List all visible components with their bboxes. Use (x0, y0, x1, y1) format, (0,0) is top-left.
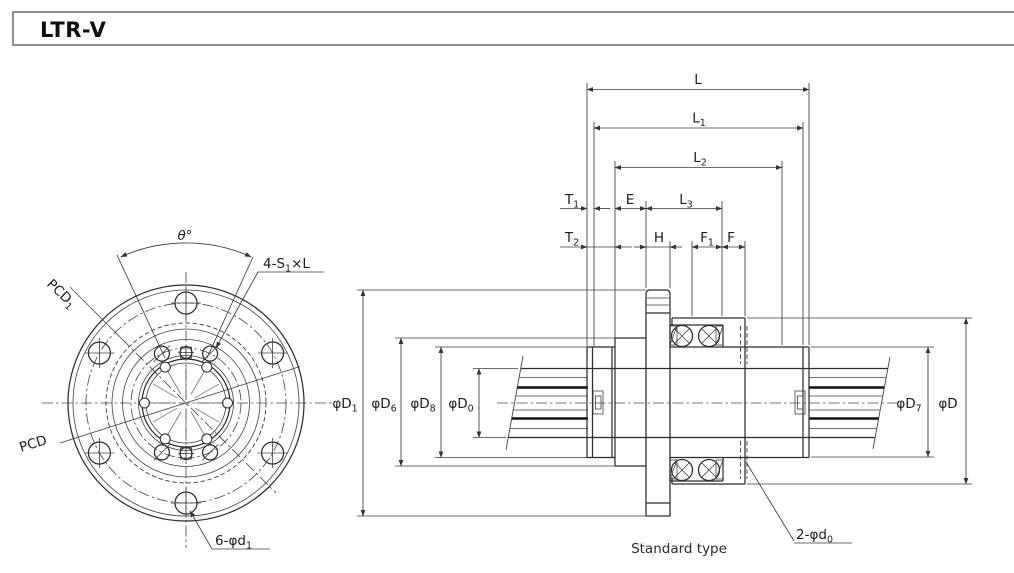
hole-callout-front-label: 6-φd1 (215, 533, 252, 552)
bolt-holes (84, 288, 288, 518)
grease-holes (178, 344, 194, 462)
screw-callout-label: 4-S1×L (263, 256, 310, 275)
dim-label-L1: L1 (692, 111, 706, 130)
theta-label: θ° (177, 228, 192, 244)
pcd1-callout: PCD1 (42, 276, 123, 340)
bearing-seal (715, 325, 724, 346)
bolt-hole (171, 288, 201, 318)
bearing-seal (669, 459, 678, 480)
dim-L1: L1 (593, 111, 804, 131)
dim-H: H (634, 230, 682, 250)
spline-shaft (505, 355, 891, 451)
screw-hole (201, 345, 219, 362)
dim-T2: T2 (560, 230, 632, 250)
dim-label-T2: T2 (564, 230, 579, 249)
pcd-reference-line (59, 366, 301, 444)
dim-L3: L3 (645, 192, 723, 211)
bearing-seal (715, 459, 724, 480)
theta-dimension: θ° (116, 228, 254, 359)
dim-D8: φD8 (410, 346, 444, 458)
bolt-hole (257, 338, 288, 368)
left-end-cap (586, 346, 615, 459)
dim-label-L3: L3 (679, 192, 693, 211)
pcd-callout: PCD (17, 432, 48, 455)
title-bar: LTR-V (12, 11, 1014, 46)
dim-D7: φD7 (896, 346, 931, 458)
mounting-flange (645, 289, 671, 517)
bearing-housing (671, 317, 748, 485)
screw-hole (153, 345, 171, 362)
dim-D6: φD6 (371, 337, 404, 467)
dim-label-D0: φD0 (448, 396, 473, 415)
screw-hole (153, 444, 171, 461)
grease-hole (178, 344, 194, 361)
bolt-hole (84, 338, 115, 368)
dim-label-D: φD (938, 396, 957, 412)
dim-label-L2: L2 (693, 150, 707, 169)
hole-callout-front: 6-φd1 (189, 510, 270, 552)
bolt-hole (171, 488, 201, 518)
diagonal-centerline (121, 338, 277, 494)
dim-D1: φD1 (332, 289, 366, 517)
dim-label-D7: φD7 (896, 396, 921, 415)
hole-callout-side: 2-φd0 (745, 461, 852, 546)
dim-label-L: L (694, 72, 702, 88)
bore-notches (138, 361, 234, 445)
dim-E: E (614, 192, 647, 211)
theta-arc (120, 242, 252, 258)
page-title: LTR-V (40, 18, 107, 42)
bolt-hole (257, 438, 288, 468)
support-bearing-top (669, 324, 724, 348)
extension-lines (357, 83, 972, 517)
pcd1-label: PCD1 (42, 276, 79, 313)
dim-L: L (586, 72, 810, 92)
dim-label-F1: F1 (700, 230, 714, 249)
counterbore-circle (122, 339, 250, 467)
dimensions: L L1 L2 T1 E L3 T2 (332, 72, 972, 517)
break-line-right (872, 356, 891, 450)
dim-label-E: E (626, 192, 635, 208)
dim-label-T1: T1 (564, 192, 579, 211)
dim-label-H: H (654, 230, 664, 246)
pcd-label: PCD (17, 432, 48, 455)
dim-F1: F1 (691, 230, 723, 250)
dim-L2: L2 (614, 150, 783, 170)
bearing-ball (670, 458, 694, 482)
break-line-left (505, 355, 524, 451)
right-end-cap (670, 346, 810, 459)
dim-label-D8: φD8 (410, 396, 435, 415)
boss-circle (111, 328, 261, 478)
screw-callout: 4-S1×L (215, 256, 324, 349)
dim-label-D6: φD6 (371, 396, 396, 415)
bore-spokes (148, 365, 224, 441)
support-bearing-bottom (669, 457, 724, 482)
screw-hole (201, 444, 219, 461)
outer-circle (67, 284, 305, 522)
bolt-hole (84, 438, 115, 468)
dim-D0: φD0 (448, 368, 482, 438)
front-view: θ° PCD1 PCD 4-S1×L 6-φd1 (17, 228, 332, 552)
nut-barrel (614, 337, 646, 467)
shaft-groove-lines (509, 377, 887, 429)
screw-holes (153, 345, 219, 461)
side-view: 2-φd0 Standard type (497, 289, 899, 557)
seal-detail-left (592, 390, 604, 415)
dim-label-D1: φD1 (332, 396, 357, 415)
hole-callout-side-label: 2-φd0 (796, 527, 833, 546)
dim-D: φD (938, 317, 969, 485)
dim-label-F: F (727, 230, 735, 246)
seal-detail-right (794, 390, 806, 415)
grease-hole (178, 445, 194, 462)
view-caption: Standard type (631, 541, 727, 557)
dim-F: F (721, 230, 746, 250)
hidden-circle (105, 322, 267, 484)
bearing-seal (669, 325, 678, 346)
dim-T1: T1 (560, 192, 610, 211)
